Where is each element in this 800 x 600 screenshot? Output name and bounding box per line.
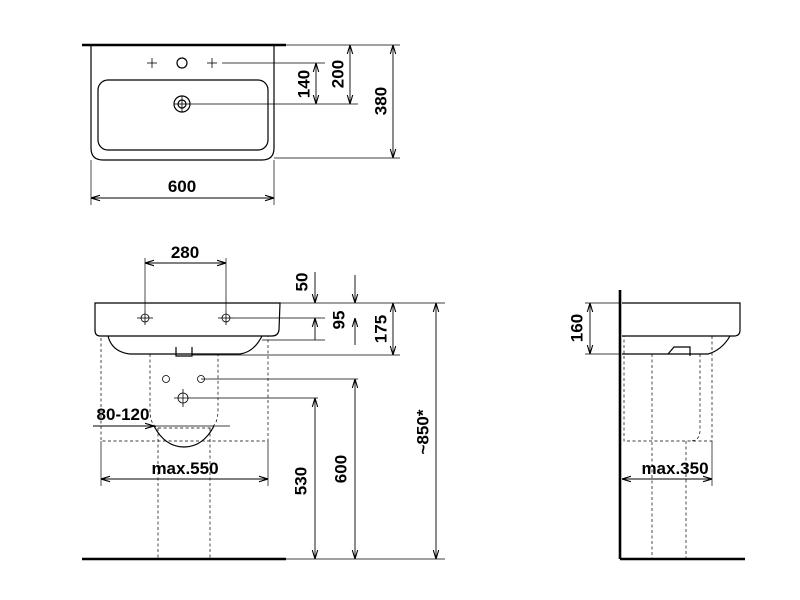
basin-bowl-bottom <box>107 335 263 355</box>
dim-hole-spacing-label: 280 <box>171 243 199 262</box>
side-view: 160 max.350 <box>567 290 745 561</box>
pedestal-legs <box>157 428 211 559</box>
dim-width-label: 600 <box>168 177 196 196</box>
basin-front-outline <box>94 302 281 337</box>
dim-rim-offset-label: 50 <box>292 273 311 292</box>
tap-hole <box>176 57 188 69</box>
tap-hole-marker-left <box>147 58 157 68</box>
dim-depth-tap-label: 140 <box>294 70 313 98</box>
basin-side-bowl <box>622 335 731 355</box>
installation-zone-side <box>623 335 713 442</box>
dim-outlet-height-label: 530 <box>291 467 310 495</box>
tap-hole-marker-front-right <box>218 311 234 325</box>
waste-outlet-side <box>667 346 691 356</box>
fixing-hole-left <box>162 375 170 383</box>
bowl-outline <box>97 79 269 151</box>
dim-depth-total-label: 380 <box>371 87 390 115</box>
pedestal-cup <box>153 425 215 448</box>
basin-side-outline <box>622 302 741 337</box>
dim-depth-holes-label: 200 <box>328 60 347 88</box>
pedestal-upper <box>149 354 219 429</box>
dim-max-width-label: max.550 <box>151 459 218 478</box>
dim-basin-height-label: 175 <box>371 315 390 343</box>
dim-side-height-label: 160 <box>567 314 586 342</box>
dim-rim-height-label: ~850* <box>413 409 432 454</box>
dim-max-depth-label: max.350 <box>641 459 708 478</box>
front-view: 280 50 95 175 ~850* 80-120 max.550 530 6… <box>82 243 445 561</box>
pedestal-side <box>651 354 701 559</box>
waste-outlet <box>175 347 193 357</box>
dim-pedestal-height-label: 600 <box>331 455 350 483</box>
dim-hole-height-label: 95 <box>329 311 348 330</box>
installation-zone <box>100 335 269 442</box>
tap-hole-marker-right <box>207 58 217 68</box>
dim-waste-range-label: 80-120 <box>97 405 150 424</box>
basin-outline <box>90 45 275 161</box>
top-view: 140 200 380 600 <box>82 43 400 205</box>
tap-hole-marker-front-left <box>137 311 153 325</box>
